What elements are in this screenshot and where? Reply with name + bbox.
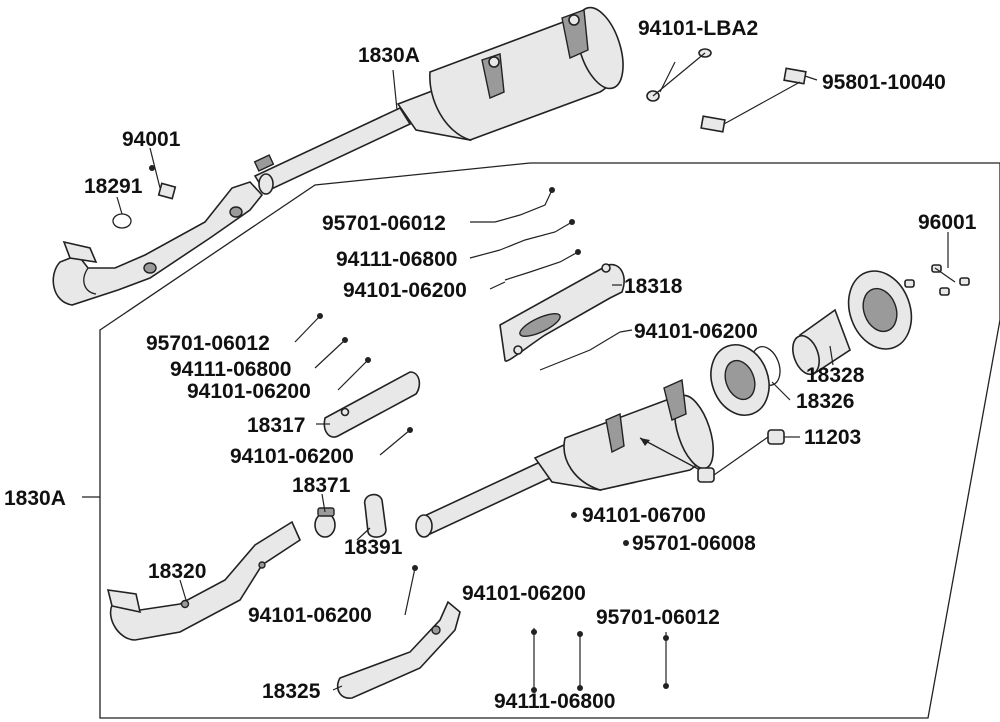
label-94101-06700: 94101-06700 — [582, 504, 706, 527]
heat-shield-18317 — [323, 371, 421, 438]
label-18391: 18391 — [344, 536, 403, 559]
front-pipe-18320 — [109, 520, 302, 641]
label-1830a-top: 1830A — [358, 44, 420, 67]
label-18371: 18371 — [292, 474, 351, 497]
mid-pipe-18325 — [336, 600, 461, 699]
leader-lines — [82, 61, 949, 691]
assembled-exhaust — [52, 6, 624, 306]
vertical-fasteners — [531, 628, 669, 693]
end-cap-parts — [710, 270, 913, 416]
label-18326: 18326 — [796, 390, 854, 413]
label-18328: 18328 — [806, 364, 865, 387]
label-1830a-side: 1830A — [4, 487, 66, 510]
grommet-group — [904, 264, 970, 296]
label-95801-10040: 95801-10040 — [822, 71, 946, 94]
label-95701-06008: 95701-06008 — [632, 532, 756, 555]
label-94101-06200-b: 94101-06200 — [634, 320, 758, 343]
label-96001: 96001 — [918, 211, 977, 234]
label-94101-06200-d: 94101-06200 — [230, 445, 354, 468]
label-94101-06200-f: 94101-06200 — [248, 604, 372, 627]
label-18320: 18320 — [148, 560, 206, 583]
label-94111-06800-b: 94111-06800 — [170, 358, 291, 381]
label-18318: 18318 — [624, 275, 683, 298]
label-94001: 94001 — [122, 128, 181, 151]
label-94111-06800-c: 94111-06800 — [494, 690, 615, 713]
label-18325: 18325 — [262, 680, 321, 703]
label-18317: 18317 — [247, 414, 305, 437]
collar-icon — [767, 429, 785, 445]
label-94101-06200-a: 94101-06200 — [343, 279, 467, 302]
gasket-icon — [112, 213, 132, 229]
label-95701-06012-a: 95701-06012 — [322, 212, 446, 235]
top-hardware — [112, 48, 807, 229]
muffler-exploded — [415, 378, 785, 538]
exploded-view-frame — [99, 162, 1000, 719]
label-95701-06012-c: 95701-06012 — [596, 606, 720, 629]
label-11203: 11203 — [804, 426, 861, 449]
collar-tube-icon — [363, 493, 387, 538]
label-94111-06800-a: 94111-06800 — [336, 248, 457, 271]
nut-icon — [157, 182, 177, 200]
heat-shield-18318 — [499, 263, 625, 362]
bolt-icon — [783, 67, 807, 85]
label-94101-06200-e: 94101-06200 — [462, 582, 586, 605]
label-94101-06200-c: 94101-06200 — [187, 380, 311, 403]
label-94101-lba2: 94101-LBA2 — [638, 17, 758, 40]
label-18291: 18291 — [84, 175, 143, 198]
label-95701-06012-b: 95701-06012 — [146, 332, 270, 355]
